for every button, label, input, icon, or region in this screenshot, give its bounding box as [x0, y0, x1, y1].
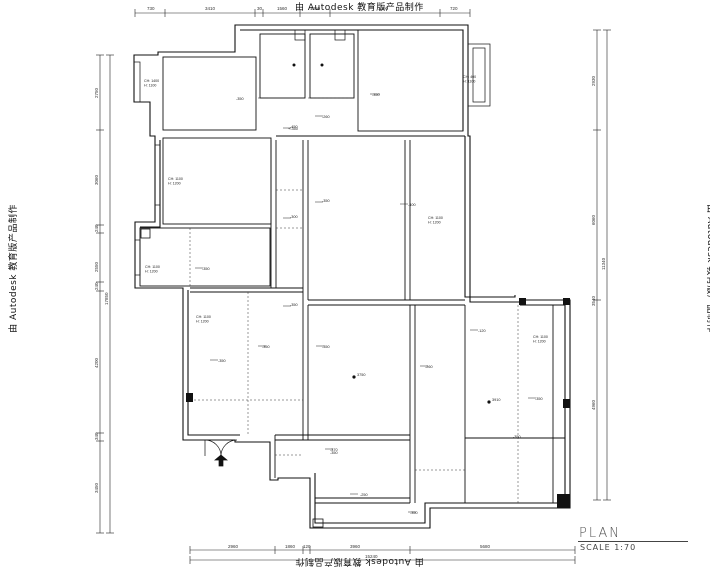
level-tag: -250 [360, 493, 368, 497]
dimension-right-labels: 2930 6060 3540 4960 11340 [591, 75, 606, 410]
level-tag: -260 [425, 365, 433, 369]
level-tag: -350 [535, 397, 543, 401]
dim-bottom-4: 5680 [480, 544, 491, 549]
dimension-top-labels: 730 3410 30 1560 1350 1290 720 [147, 6, 458, 11]
watermark-left: 由 Autodesk 教育版产品制作 [8, 204, 19, 333]
level-tag: -350 [202, 267, 210, 271]
level-tag: -350 [372, 93, 380, 97]
dim-right-total: 11340 [601, 257, 606, 270]
dashed-lines [189, 97, 519, 503]
level-tag: -260 [322, 115, 330, 119]
dim-right-0: 2930 [591, 75, 596, 86]
dim-bottom-3: 3960 [350, 544, 361, 549]
interior-walls [139, 29, 565, 504]
dim-top-5: 1290 [378, 6, 389, 11]
level-tag: -350 [330, 451, 338, 455]
level-tag: +-350 [288, 127, 298, 131]
dimension-bottom-labels: 2960 1860 120 3960 5680 15240 [228, 544, 491, 559]
dim-top-2: 30 [257, 6, 263, 11]
dim-bottom-total: 15240 [365, 554, 378, 559]
exterior-walls [133, 24, 571, 529]
dimension-left-labels: 2750 3060 240 2550 240 4200 340 3450 178… [94, 87, 109, 493]
dim-top-1: 3410 [205, 6, 216, 11]
dim-bottom-2: 120 [303, 544, 311, 549]
watermark-bottom: 由 Autodesk 教育版产品制作 [295, 556, 424, 566]
dim-right-1: 6060 [591, 214, 596, 225]
level-tag: -350 [322, 345, 330, 349]
dim-bottom-1: 1860 [285, 544, 296, 549]
watermark-right: 由 Autodesk 教育版产品制作 [704, 204, 710, 333]
dim-top-3: 1560 [277, 6, 288, 11]
dimension-bottom [189, 546, 576, 564]
dim-bottom-0: 2960 [228, 544, 239, 549]
dim-left-4: 240 [94, 282, 99, 290]
entry-door [204, 439, 238, 467]
level-tag: -450 [290, 125, 298, 129]
dim-left-0: 2750 [94, 87, 99, 98]
window-bays [133, 29, 491, 276]
dim-right-2: 3540 [591, 295, 596, 306]
level-tag: -350 [262, 345, 270, 349]
dimension-left [96, 54, 114, 534]
dim-top-4: 1350 [310, 6, 321, 11]
dimension-top [134, 9, 471, 17]
dim-left-5: 4200 [94, 357, 99, 368]
dim-left-6: 340 [94, 432, 99, 440]
level-tag: -370 [330, 448, 338, 452]
dim-left-1: 3060 [94, 174, 99, 185]
dim-top-0: 730 [147, 6, 155, 11]
level-tag: -350 [322, 199, 330, 203]
level-tag: -120 [478, 329, 486, 333]
level-tag: -350 [513, 435, 521, 439]
dim-left-3: 2550 [94, 261, 99, 272]
level-tag: -300 [290, 215, 298, 219]
level-tag: -350 [410, 511, 418, 515]
room-mark: 3750 [357, 373, 365, 377]
level-tag: -400 [408, 203, 416, 207]
dim-left-7: 3450 [94, 482, 99, 493]
room-mark: 3910 [492, 398, 500, 402]
level-tag: -350 [218, 359, 226, 363]
plan-title: PLAN [579, 526, 621, 541]
dim-left-2: 240 [94, 224, 99, 232]
watermark-top: 由 Autodesk 教育版产品制作 [295, 3, 424, 13]
structural-columns [140, 63, 570, 528]
dim-right-3: 4960 [591, 399, 596, 410]
dimension-right [593, 29, 611, 501]
level-tags: -350 -350 +-350 -450 -260 -350 -400 -300… [202, 93, 543, 515]
plan-title-rule [578, 541, 688, 542]
plan-scale: SCALE 1:70 [580, 543, 637, 552]
dim-top-6: 720 [450, 6, 458, 11]
room-marks: 3750 3910 [352, 373, 500, 404]
level-tag: -350 [290, 303, 298, 307]
level-tag: -350 [236, 97, 244, 101]
level-markers [195, 93, 536, 513]
dim-left-total: 17850 [104, 292, 109, 305]
